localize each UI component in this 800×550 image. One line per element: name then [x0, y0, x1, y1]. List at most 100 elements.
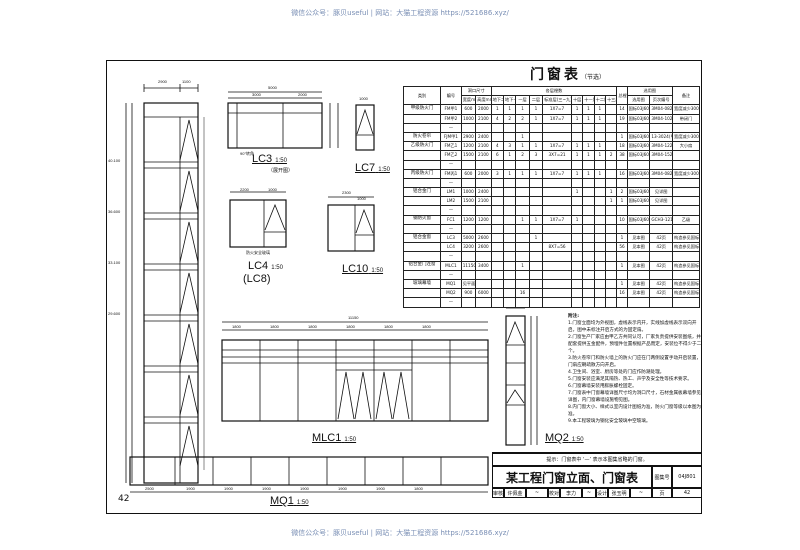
table-cell: [460, 159, 477, 170]
table-cell: —: [440, 205, 462, 216]
legend-note: 提示：门窗表中 ‘—’ 表示本图集省略的门窗。: [492, 453, 702, 466]
table-cell: [542, 278, 572, 290]
note-item: 2.门窗生产厂家应由甲乙方共同认可，厂家负责提供安装图纸，并配套提供五金配件，预…: [568, 335, 702, 354]
table-cell: 16: [616, 168, 628, 179]
lc10-name: LC10: [342, 263, 369, 275]
table-cell: 构造参见国标J103-4: [672, 278, 700, 290]
table-cell: MLC1: [440, 260, 462, 271]
table-cell: 3X7=21: [542, 150, 572, 161]
table-cell: [475, 122, 492, 133]
table-cell: [490, 242, 504, 253]
table-cell: [542, 177, 572, 189]
lc4-scale: 1:50: [271, 265, 283, 271]
th-f12: 十二层: [593, 95, 606, 106]
table-cell: [626, 159, 651, 170]
row-category: 玻璃幕墙: [402, 278, 442, 290]
table-row: 铝合金门LM110002400112国标03J603-2见详图: [402, 187, 700, 198]
dim-mq1-bottom: 1900: [186, 486, 195, 491]
row-category: [402, 288, 442, 299]
table-cell: 1: [490, 104, 504, 115]
table-cell: 2000: [475, 168, 492, 179]
table-cell: 见本图: [626, 242, 651, 253]
lc10-label: LC10 1:50: [342, 263, 383, 275]
table-cell: [528, 288, 544, 299]
table-cell: [649, 177, 674, 189]
table-cell: [528, 269, 544, 280]
table-cell: [502, 232, 517, 244]
table-cell: [502, 159, 517, 170]
table-cell: 2900: [460, 131, 477, 143]
table-cell: [604, 205, 618, 216]
table-cell: 1: [570, 113, 584, 124]
table-cell: [616, 223, 628, 235]
table-cell: [616, 205, 628, 216]
table-cell: 1: [515, 260, 530, 271]
atlas-label: 图集号: [652, 466, 672, 488]
table-cell: [570, 122, 584, 133]
table-cell: [593, 269, 606, 280]
table-cell: [515, 122, 530, 133]
table-row: 铝合金窗LC35000260011见本图42页构造参见国标03J603-2: [402, 232, 700, 244]
table-cell: [593, 278, 606, 290]
dim-lc3-2: 2000: [298, 92, 307, 97]
table-cell: [528, 187, 544, 198]
table-cell: 1: [616, 260, 628, 271]
table-cell: MQ2: [440, 288, 462, 299]
table-cell: [570, 297, 584, 308]
table-cell: 6000: [475, 288, 492, 299]
table-cell: 38: [616, 150, 628, 161]
table-cell: 2600: [475, 242, 492, 253]
table-cell: 见详图: [649, 187, 674, 198]
table-cell: [475, 205, 492, 216]
table-cell: 1: [616, 196, 628, 207]
page-number: 42: [118, 494, 130, 504]
table-cell: 13-3024(甲): [649, 131, 674, 143]
lc4-label: LC4 1:50: [248, 260, 283, 272]
table-cell: [542, 297, 572, 308]
dim-lc7: 1000: [359, 96, 368, 101]
dim-mlc1: 1800: [270, 324, 279, 329]
table-cell: [570, 232, 584, 244]
lc10-elevation: [327, 196, 375, 252]
table-cell: [490, 288, 504, 299]
table-cell: [475, 278, 492, 290]
table-cell: FJM甲1: [440, 131, 462, 143]
table-cell: [542, 122, 572, 133]
table-cell: [616, 159, 628, 170]
page-label: 页: [652, 488, 672, 498]
table-row: 铝合金门连窗MLC111150340011见本图42页构造参见国标03J603-…: [402, 260, 700, 271]
mq2-label: MQ2 1:50: [545, 432, 584, 444]
table-cell: [672, 205, 700, 216]
table-row: —: [402, 251, 700, 262]
table-cell: 1: [528, 214, 544, 225]
table-cell: 3M04-1221(乙): [649, 141, 674, 152]
table-cell: [604, 159, 618, 170]
table-cell: 11150: [460, 260, 477, 271]
title-block: 提示：门窗表中 ‘—’ 表示本图集省略的门窗。 某工程门窗立面、门窗表 图集号 …: [492, 452, 702, 515]
table-cell: 5000: [460, 232, 477, 244]
table-cell: [582, 232, 595, 244]
table-cell: [582, 159, 595, 170]
table-cell: [502, 260, 517, 271]
table-cell: [570, 260, 584, 271]
table-cell: [515, 278, 530, 290]
th-f11: 十一层: [582, 95, 595, 106]
table-cell: 1500: [460, 150, 477, 161]
table-cell: [475, 269, 492, 280]
table-cell: [570, 278, 584, 290]
table-cell: 1X7=7: [542, 113, 572, 124]
table-cell: 1: [616, 278, 628, 290]
table-cell: FM甲2: [440, 113, 462, 124]
table-cell: LM2: [440, 196, 462, 207]
table-cell: 国标03J609: [626, 113, 651, 124]
row-category: [402, 205, 442, 216]
th-std: 标准层(三~九): [542, 95, 572, 106]
table-cell: 1: [570, 214, 584, 225]
table-row: —: [402, 205, 700, 216]
table-cell: 国标03J609: [626, 131, 651, 143]
table-cell: [604, 141, 618, 152]
lc7-label: LC7 1:50: [355, 162, 390, 174]
table-cell: [515, 223, 530, 235]
table-cell: [490, 159, 504, 170]
